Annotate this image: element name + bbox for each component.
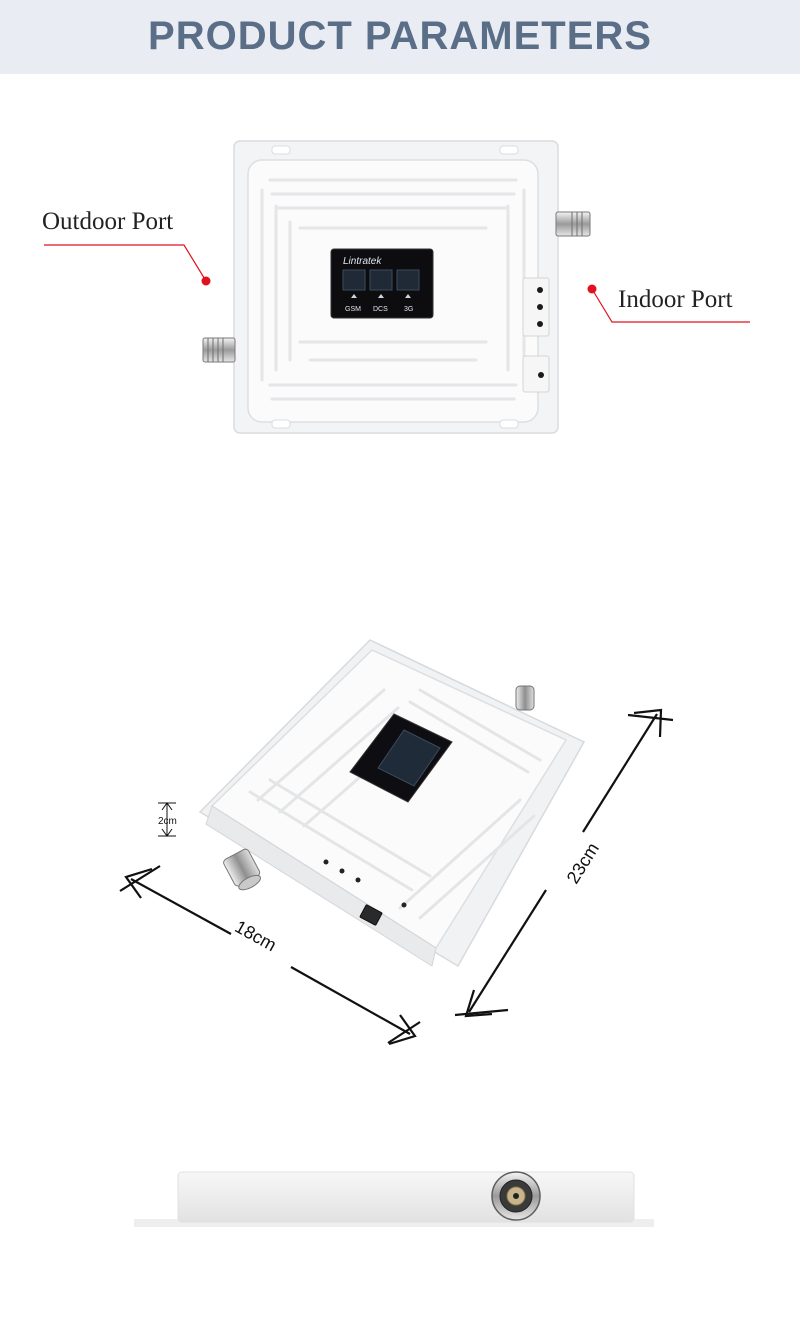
indoor-port-label: Indoor Port xyxy=(618,286,733,313)
lcd-band-gsm: GSM xyxy=(345,306,361,313)
signal2-led-icon xyxy=(537,304,543,310)
length-label: 23cm xyxy=(563,839,603,887)
lcd-band-dcs: DCS xyxy=(373,306,388,313)
power-led-icon xyxy=(538,372,544,378)
header-banner: PRODUCT PARAMETERS xyxy=(0,0,800,74)
thickness-dimension xyxy=(158,802,176,837)
width-label: 18cm xyxy=(232,916,280,955)
indoor-callout-line xyxy=(587,284,750,323)
angled-indoor-connector-icon xyxy=(515,685,535,711)
signal3-led-icon xyxy=(537,321,543,327)
outdoor-callout-line xyxy=(44,244,211,286)
lcd-display: Lintratek GSM DCS 3G xyxy=(330,248,434,319)
angled-outdoor-connector-icon xyxy=(223,848,261,891)
lcd-band-3g: 3G xyxy=(404,306,413,313)
outdoor-port-connector-icon xyxy=(202,337,236,363)
repeater-angled-view: 2cm 18cm 23cm xyxy=(119,639,674,1046)
thickness-label: 2cm xyxy=(158,816,177,827)
indicator-panel xyxy=(522,277,550,393)
width-dimension xyxy=(119,865,421,1046)
indoor-port-connector-icon xyxy=(555,211,591,237)
repeater-front-view: Lintratek GSM DCS 3G xyxy=(44,140,750,434)
page-title: PRODUCT PARAMETERS xyxy=(148,14,652,58)
outdoor-port-label: Outdoor Port xyxy=(42,208,174,235)
side-port-connector-icon xyxy=(491,1171,541,1221)
length-dimension xyxy=(454,708,674,1018)
repeater-side-view xyxy=(134,1171,654,1227)
brand-logo: Lintratek xyxy=(343,256,382,267)
signal1-led-icon xyxy=(537,287,543,293)
